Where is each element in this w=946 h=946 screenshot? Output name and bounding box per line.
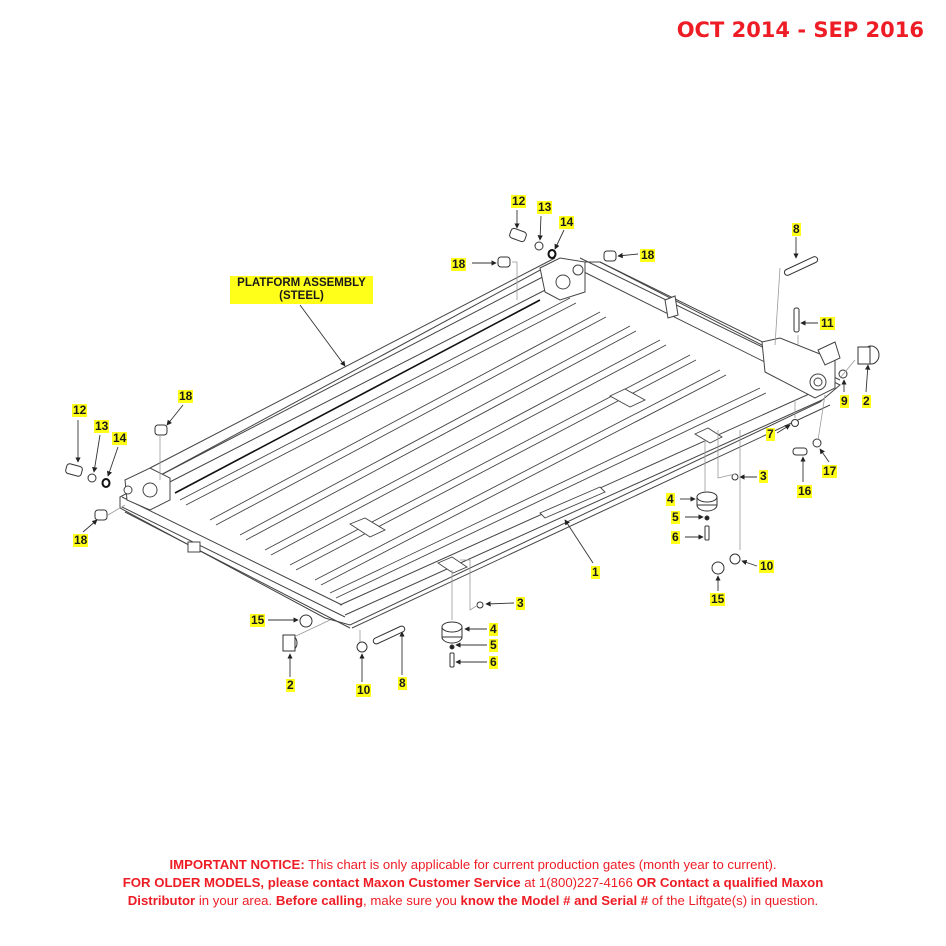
deck-tabs bbox=[349, 388, 723, 574]
important-notice: IMPORTANT NOTICE: This chart is only app… bbox=[0, 856, 946, 910]
callout-c8-left: 8 bbox=[398, 676, 407, 690]
notice-distributor: Distributor bbox=[127, 893, 196, 908]
callout-c13-top: 13 bbox=[537, 200, 553, 214]
callout-c15-right: 15 bbox=[710, 592, 726, 606]
notice-before-calling: Before calling bbox=[275, 893, 364, 908]
callout-c18-left-top: 18 bbox=[178, 389, 194, 403]
hinge-brackets bbox=[123, 257, 841, 553]
assembly-title: PLATFORM ASSEMBLY bbox=[237, 277, 366, 289]
callout-c7: 7 bbox=[766, 427, 775, 441]
callout-c18-top-right: 18 bbox=[640, 248, 656, 262]
deck-slats bbox=[179, 297, 767, 599]
callout-c4-left: 4 bbox=[489, 622, 498, 636]
callout-c14-left: 14 bbox=[112, 431, 128, 445]
callout-c12-top: 12 bbox=[511, 194, 527, 208]
hardware-parts bbox=[65, 227, 880, 668]
date-range-title: OCT 2014 - SEP 2016 bbox=[676, 18, 924, 42]
deck-edge-line bbox=[174, 299, 541, 494]
callout-c4-right: 4 bbox=[666, 492, 675, 506]
callout-c8-right: 8 bbox=[792, 222, 801, 236]
notice-text: , make sure you bbox=[363, 893, 461, 908]
callout-c14-top: 14 bbox=[559, 215, 575, 229]
callout-c18-top-left: 18 bbox=[451, 257, 467, 271]
callout-c10-left: 10 bbox=[356, 683, 372, 697]
assembly-material: (STEEL) bbox=[279, 290, 324, 302]
callout-c9: 9 bbox=[840, 394, 849, 408]
notice-text: in your area. bbox=[195, 893, 276, 908]
platform-frame bbox=[119, 257, 841, 629]
callout-c10-right: 10 bbox=[759, 559, 775, 573]
callout-c13-left: 13 bbox=[94, 419, 110, 433]
notice-heading: IMPORTANT NOTICE: bbox=[169, 857, 305, 872]
notice-line-2: FOR OLDER MODELS, please contact Maxon C… bbox=[0, 874, 946, 892]
callout-c18-left-bottom: 18 bbox=[73, 533, 89, 547]
notice-contact-distributor: OR Contact a qualified Maxon bbox=[636, 875, 824, 890]
callout-c2-left: 2 bbox=[286, 678, 295, 692]
callout-c15-left: 15 bbox=[250, 613, 266, 627]
notice-line-1: IMPORTANT NOTICE: This chart is only app… bbox=[0, 856, 946, 874]
callout-c16: 16 bbox=[797, 484, 813, 498]
notice-older-models: FOR OLDER MODELS, please contact Maxon C… bbox=[122, 875, 521, 890]
notice-text: of the Liftgate(s) in question. bbox=[648, 893, 819, 908]
notice-phone: at 1(800)227-4166 bbox=[520, 875, 637, 890]
callout-c1: 1 bbox=[591, 565, 600, 579]
platform-assembly-label: PLATFORM ASSEMBLY (STEEL) bbox=[230, 276, 373, 304]
construction-lines bbox=[107, 261, 856, 642]
leader-lines bbox=[75, 210, 871, 682]
callout-c6-left: 6 bbox=[489, 655, 498, 669]
callout-c17: 17 bbox=[822, 464, 838, 478]
callout-c5-right: 5 bbox=[671, 510, 680, 524]
callout-c5-left: 5 bbox=[489, 638, 498, 652]
callout-c11: 11 bbox=[820, 316, 835, 330]
callout-c3-right: 3 bbox=[759, 469, 768, 483]
callout-c2-right: 2 bbox=[862, 394, 871, 408]
callout-c12-left: 12 bbox=[72, 403, 88, 417]
callout-c3-left: 3 bbox=[516, 596, 525, 610]
notice-line-3: Distributor in your area. Before calling… bbox=[0, 892, 946, 910]
notice-model-serial: know the Model # and Serial # bbox=[460, 893, 649, 908]
notice-text: This chart is only applicable for curren… bbox=[304, 857, 777, 872]
callout-c6-right: 6 bbox=[671, 530, 680, 544]
